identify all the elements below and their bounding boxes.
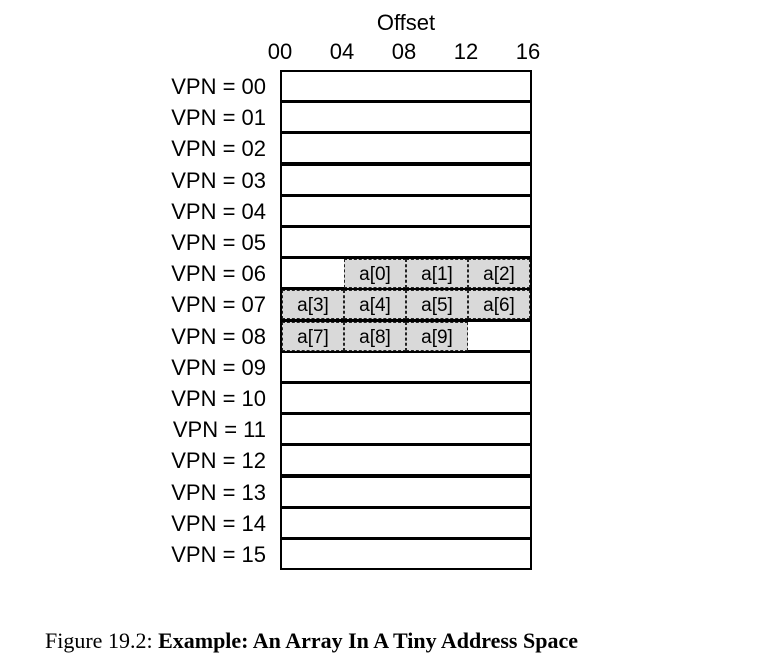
page-row-box bbox=[280, 538, 532, 570]
offset-tick: 16 bbox=[515, 39, 541, 64]
array-cell: a[8] bbox=[344, 321, 406, 351]
page-row-box bbox=[280, 413, 532, 446]
page-row-box bbox=[280, 194, 532, 227]
vpn-label: VPN = 11 bbox=[172, 417, 266, 443]
vpn-label: VPN = 04 bbox=[171, 198, 266, 224]
caption-number: Figure 19.2: bbox=[45, 628, 153, 653]
array-cell: a[0] bbox=[344, 259, 406, 289]
page-row-box bbox=[280, 382, 532, 414]
vpn-label: VPN = 12 bbox=[171, 448, 266, 474]
page-row-box bbox=[280, 506, 532, 539]
vpn-label: VPN = 13 bbox=[171, 479, 266, 505]
page-row-box bbox=[280, 226, 532, 258]
vpn-label: VPN = 05 bbox=[171, 230, 266, 255]
page-row-box bbox=[280, 101, 532, 134]
caption-text: Example: An Array In A Tiny Address Spac… bbox=[158, 628, 578, 653]
page-row-box bbox=[280, 350, 532, 383]
page-row-box bbox=[280, 444, 532, 477]
vpn-label: VPN = 02 bbox=[171, 136, 266, 162]
array-cell: a[7] bbox=[282, 321, 344, 351]
vpn-label: VPN = 03 bbox=[171, 167, 266, 193]
page-row-box bbox=[280, 132, 532, 165]
figure-caption: Figure 19.2: Example: An Array In A Tiny… bbox=[45, 628, 578, 654]
vpn-label: VPN = 07 bbox=[171, 292, 266, 318]
page-row-box bbox=[280, 70, 532, 102]
page-row-box bbox=[280, 163, 532, 196]
vpn-label: VPN = 14 bbox=[171, 510, 266, 536]
vpn-label: VPN = 06 bbox=[171, 261, 266, 287]
offset-tick: 08 bbox=[391, 39, 417, 64]
vpn-label: VPN = 09 bbox=[171, 354, 266, 380]
offset-axis-title: Offset bbox=[376, 10, 436, 35]
array-cell: a[1] bbox=[406, 259, 468, 289]
array-cell: a[9] bbox=[406, 321, 468, 351]
array-cell: a[4] bbox=[344, 290, 406, 320]
array-cell: a[5] bbox=[406, 290, 468, 320]
vpn-label: VPN = 08 bbox=[171, 323, 266, 349]
vpn-label: VPN = 10 bbox=[171, 386, 266, 411]
array-cell: a[3] bbox=[282, 290, 344, 320]
array-cell: a[6] bbox=[468, 290, 530, 320]
vpn-label: VPN = 01 bbox=[171, 105, 266, 131]
offset-tick: 00 bbox=[267, 39, 293, 64]
page-row-box bbox=[280, 475, 532, 508]
vpn-label: VPN = 15 bbox=[171, 542, 266, 567]
vpn-label: VPN = 00 bbox=[171, 74, 266, 99]
array-cell: a[2] bbox=[468, 259, 530, 289]
offset-tick: 04 bbox=[329, 39, 355, 64]
offset-tick: 12 bbox=[453, 39, 479, 64]
